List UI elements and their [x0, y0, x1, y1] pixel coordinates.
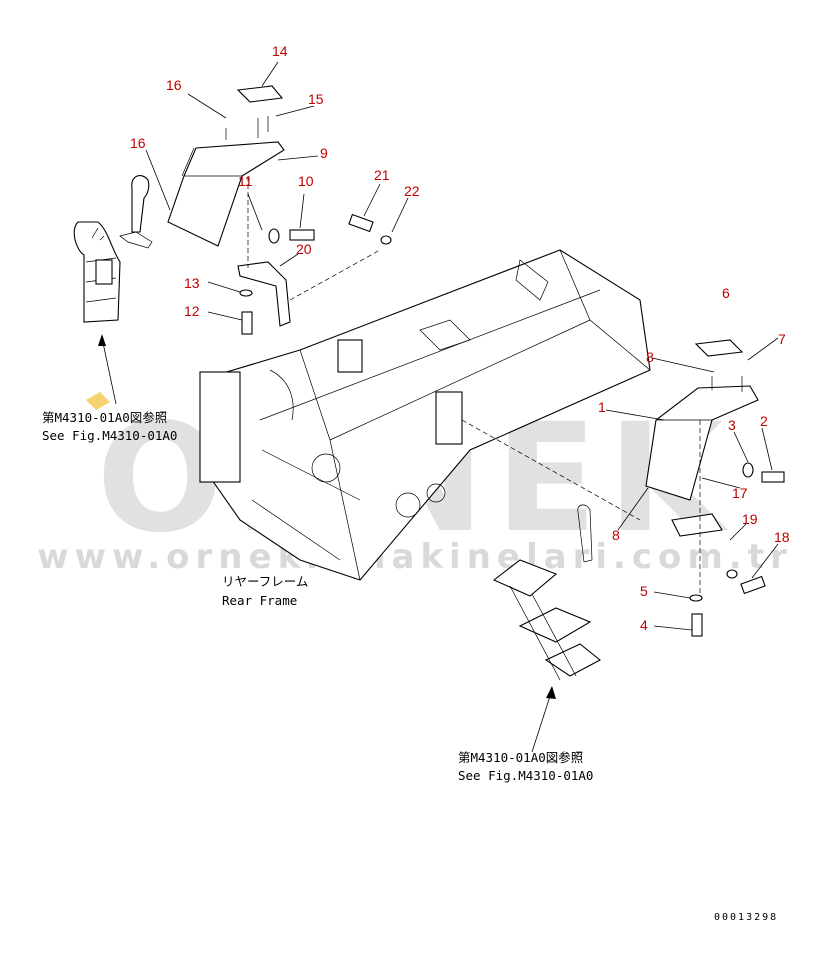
rear-frame	[199, 249, 651, 581]
callout-15: 15	[308, 91, 324, 107]
washer-13	[239, 289, 253, 297]
bracket-lower	[671, 513, 723, 537]
plate-6	[694, 339, 744, 357]
doc-number: 00013298	[714, 912, 778, 923]
washer-11	[268, 228, 280, 244]
washer-22	[380, 235, 392, 245]
callout-14: 14	[272, 43, 288, 59]
callout-7: 7	[778, 331, 786, 347]
callout-8a: 8	[646, 349, 654, 365]
callouts: 1 2 3 4 5 6 7 8 8 9 10 11 12 13 14 15 16…	[130, 43, 790, 633]
callout-8b: 8	[612, 527, 620, 543]
arrow-bottom	[546, 686, 556, 699]
callout-18: 18	[774, 529, 790, 545]
callout-3: 3	[728, 417, 736, 433]
callout-19: 19	[742, 511, 758, 527]
callout-20: 20	[296, 241, 312, 257]
callout-16a: 16	[166, 77, 182, 93]
callout-10: 10	[298, 173, 314, 189]
text-labels: 第M4310-01A0図参照 See Fig.M4310-01A0 リヤーフレー…	[42, 410, 778, 923]
leader-lines	[98, 61, 779, 753]
right-ladder	[492, 504, 601, 681]
cover-1	[645, 385, 759, 501]
bolt-10	[289, 229, 315, 241]
bolt-2	[761, 471, 785, 483]
bolt-4	[691, 613, 703, 637]
bolt-18	[740, 575, 766, 595]
plate-14	[236, 85, 284, 103]
rear-frame-jp: リヤーフレーム	[222, 574, 308, 589]
washer-19	[726, 569, 738, 579]
bolt-12	[241, 311, 253, 335]
ref-bottom-jp: 第M4310-01A0図参照	[458, 750, 583, 765]
callout-5: 5	[640, 583, 648, 599]
watermark-accent-shape	[86, 392, 110, 410]
callout-1: 1	[598, 399, 606, 415]
arrow-top	[98, 334, 106, 346]
left-cover-assembly	[167, 85, 392, 335]
callout-22: 22	[404, 183, 420, 199]
bracket-20	[237, 261, 291, 327]
ref-top-jp: 第M4310-01A0図参照	[42, 410, 167, 425]
washer-3	[742, 462, 754, 478]
callout-4: 4	[640, 617, 648, 633]
right-cover-assembly	[461, 339, 785, 637]
callout-11: 11	[238, 173, 253, 189]
callout-21: 21	[374, 167, 390, 183]
washer-5	[689, 594, 703, 602]
left-ladder	[73, 175, 153, 323]
cover-9	[167, 141, 285, 247]
callout-13: 13	[184, 275, 200, 291]
watermark-url: www.ornekismakinelari.com.tr	[37, 537, 793, 577]
ref-top-en: See Fig.M4310-01A0	[42, 428, 177, 443]
callout-9: 9	[320, 145, 328, 161]
callout-17: 17	[732, 485, 748, 501]
callout-12: 12	[184, 303, 200, 319]
rear-frame-en: Rear Frame	[222, 593, 297, 608]
ref-bottom-en: See Fig.M4310-01A0	[458, 768, 593, 783]
bolt-21	[348, 213, 374, 233]
callout-2: 2	[760, 413, 768, 429]
callout-16b: 16	[130, 135, 146, 151]
callout-6: 6	[722, 285, 730, 301]
